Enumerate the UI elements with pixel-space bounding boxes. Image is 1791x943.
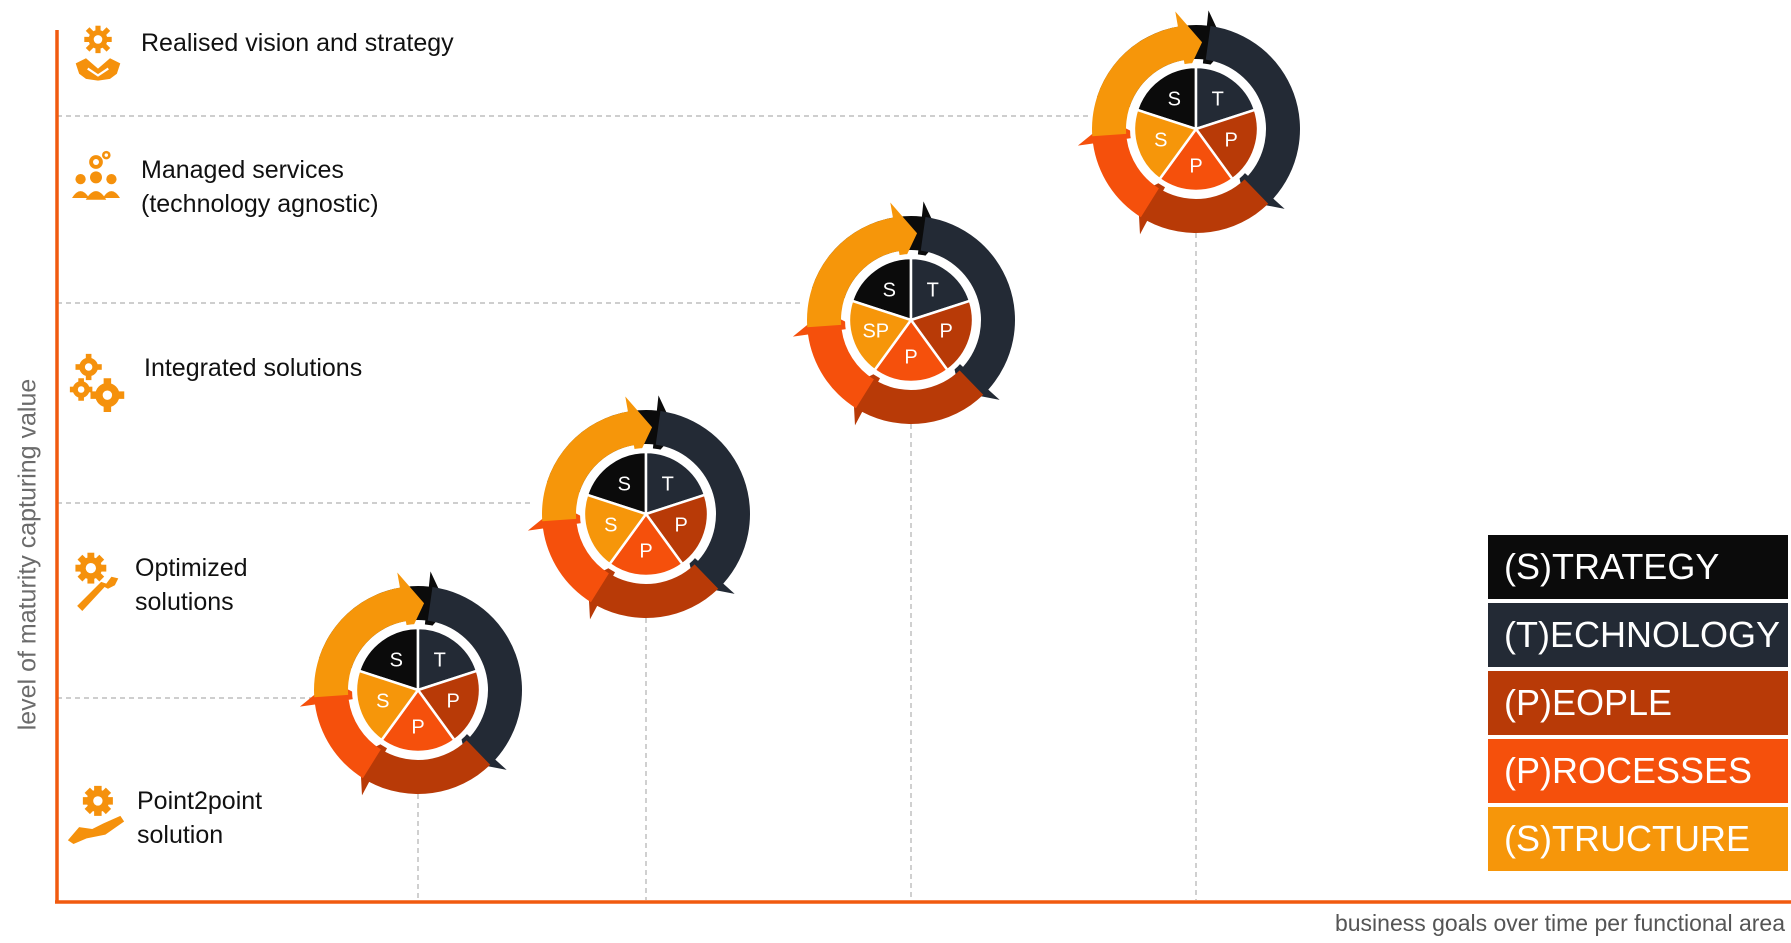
people-gears-icon — [72, 150, 120, 200]
cycle-wedge-structure — [582, 493, 649, 566]
legend-structure: (S)TRUCTURE — [1488, 807, 1788, 871]
cycle-label: S — [376, 691, 389, 713]
legend-technology: (T)ECHNOLOGY — [1488, 603, 1788, 667]
legend-people: (P)EOPLE — [1488, 671, 1788, 735]
cycle-arrow-people — [1137, 177, 1269, 235]
cycle-label: S — [1154, 130, 1167, 152]
cycle-label: P — [940, 321, 953, 343]
cycle-label: S — [390, 649, 403, 671]
cycle-label: P — [1225, 130, 1238, 152]
legend: (S)TRATEGY (T)ECHNOLOGY (P)EOPLE (P)ROCE… — [1488, 535, 1788, 875]
cycle-arrow-technology — [1205, 26, 1301, 209]
x-axis-title: business goals over time per functional … — [1334, 910, 1785, 936]
hand-gear-icon — [67, 785, 125, 844]
cycle-wedge-processes — [1157, 126, 1235, 193]
level-label-optimized: Optimized solutions — [135, 554, 248, 616]
cycle-wedge-structure — [847, 299, 914, 372]
cycle-arrow-processes — [792, 310, 874, 409]
cycle-arrow-structure — [542, 396, 653, 522]
cycle-label: P — [904, 346, 917, 368]
gear-wrench-icon — [75, 552, 119, 611]
cycle-arrow-structure — [1092, 11, 1203, 137]
cycle-label: P — [1189, 155, 1202, 177]
cycle-arrow-structure — [807, 202, 918, 328]
cycle-label: T — [434, 649, 446, 671]
cycle-label: P — [411, 716, 424, 738]
cycle-arrow-people — [587, 562, 719, 620]
level-label-managed: Managed services (technology agnostic) — [141, 156, 379, 218]
legend-strategy: (S)TRATEGY — [1488, 535, 1788, 599]
cycle-wedge-people — [643, 493, 710, 566]
cycle-arrow-processes — [527, 504, 609, 603]
cycle-wedge-processes — [607, 511, 685, 578]
cycle-label: T — [662, 473, 674, 495]
level-label-integrated: Integrated solutions — [144, 354, 363, 382]
cycle-arrow-processes — [299, 680, 381, 779]
cycle-label: SP — [862, 321, 889, 343]
cycle-label: S — [1168, 88, 1181, 110]
cycle-arrow-technology — [920, 217, 1016, 400]
cycle-wedge-people — [908, 299, 975, 372]
legend-processes: (P)ROCESSES — [1488, 739, 1788, 803]
handshake-gear-icon — [75, 25, 121, 81]
cycle-wedge-processes — [872, 317, 950, 384]
y-axis-title: level of maturity capturing value — [13, 378, 42, 731]
cycle-label: T — [1212, 88, 1224, 110]
cycle-label: P — [675, 515, 688, 537]
cycle-label: P — [447, 691, 460, 713]
cycle-arrow-technology — [427, 587, 522, 770]
cycle-arrow-people — [359, 738, 491, 796]
cycle-label: S — [618, 473, 631, 495]
cycle-wedge-structure — [1132, 108, 1199, 181]
gears-icon — [69, 353, 125, 412]
cycle-label: S — [604, 515, 617, 537]
cycle-label: S — [883, 279, 896, 301]
cycle-wedge-people — [1193, 108, 1260, 181]
cycle-arrow-people — [852, 368, 984, 426]
cycle-arrow-processes — [1077, 119, 1159, 218]
level-label-realised: Realised vision and strategy — [141, 29, 454, 57]
cycle-arrow-technology — [655, 411, 750, 594]
cycle-wedge-processes — [379, 687, 457, 754]
cycle-label: P — [639, 540, 652, 562]
level-label-point2point: Point2point solution — [137, 787, 263, 849]
cycle-arrow-structure — [314, 572, 425, 698]
cycle-label: T — [927, 279, 939, 301]
cycle-wedge-people — [415, 669, 482, 742]
cycle-wedge-structure — [354, 669, 421, 742]
